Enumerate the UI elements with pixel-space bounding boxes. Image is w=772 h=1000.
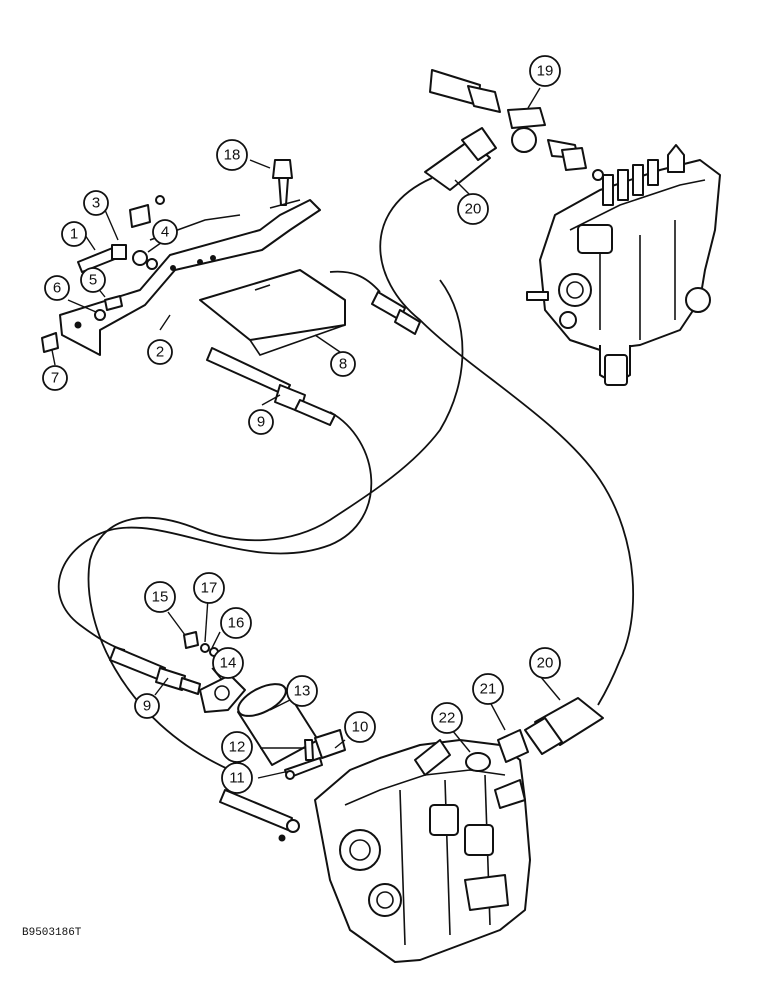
small-hardware bbox=[41, 195, 165, 353]
callout-6: 6 bbox=[44, 275, 70, 301]
cable-end-upper-right bbox=[371, 291, 421, 335]
cable-upper-right bbox=[329, 270, 381, 293]
svg-text:16: 16 bbox=[228, 615, 245, 632]
callout-21: 21 bbox=[472, 673, 504, 705]
svg-text:9: 9 bbox=[143, 698, 151, 715]
lower-shaft bbox=[219, 789, 300, 842]
svg-text:21: 21 bbox=[480, 681, 497, 698]
svg-text:13: 13 bbox=[294, 683, 311, 700]
callout-8: 8 bbox=[330, 351, 356, 377]
svg-text:7: 7 bbox=[51, 370, 59, 387]
svg-text:12: 12 bbox=[229, 739, 246, 756]
svg-text:18: 18 bbox=[224, 147, 241, 164]
callout-5: 5 bbox=[80, 267, 106, 293]
svg-text:14: 14 bbox=[220, 655, 237, 672]
svg-text:20: 20 bbox=[537, 655, 554, 672]
callout-10: 10 bbox=[344, 711, 376, 743]
callout-19: 19 bbox=[529, 55, 561, 87]
callout-2: 2 bbox=[147, 339, 173, 365]
adapter-21 bbox=[465, 729, 529, 772]
cable-end-9-lower bbox=[109, 646, 201, 695]
svg-text:20: 20 bbox=[465, 201, 482, 218]
lower-control-valve bbox=[314, 739, 531, 963]
hose-coupler-20-bottom bbox=[524, 697, 604, 755]
callout-22: 22 bbox=[431, 702, 463, 734]
callout-9-lower: 9 bbox=[134, 693, 160, 719]
svg-text:15: 15 bbox=[152, 589, 169, 606]
callouts: 1 3 4 5 6 7 2 8 9 18 19 20 10 11 12 13 1… bbox=[42, 55, 561, 794]
svg-text:22: 22 bbox=[439, 710, 456, 727]
control-cable-9-upper bbox=[57, 411, 373, 651]
callout-1: 1 bbox=[61, 221, 87, 247]
callout-17: 17 bbox=[193, 572, 225, 604]
callout-16: 16 bbox=[220, 607, 252, 639]
svg-text:5: 5 bbox=[89, 272, 97, 289]
pin-11 bbox=[284, 739, 323, 780]
cables bbox=[57, 177, 635, 771]
cable-end-9-upper bbox=[206, 347, 336, 426]
control-cable-9-lower bbox=[87, 279, 464, 771]
svg-text:10: 10 bbox=[352, 719, 369, 736]
callout-18: 18 bbox=[216, 139, 248, 171]
callout-14: 14 bbox=[212, 647, 244, 679]
hose-20 bbox=[379, 177, 635, 706]
upper-control-valve bbox=[526, 144, 721, 386]
callout-11: 11 bbox=[221, 762, 253, 794]
mounting-plate-8 bbox=[199, 269, 346, 356]
callout-4: 4 bbox=[152, 219, 178, 245]
hose-coupler-20-top bbox=[424, 127, 497, 191]
callout-20-top: 20 bbox=[457, 193, 489, 225]
svg-text:11: 11 bbox=[229, 770, 245, 787]
svg-text:2: 2 bbox=[156, 344, 164, 361]
svg-text:19: 19 bbox=[537, 63, 554, 80]
callout-20-bottom: 20 bbox=[529, 647, 561, 679]
svg-text:9: 9 bbox=[257, 414, 265, 431]
clip-10 bbox=[314, 729, 346, 759]
callout-7: 7 bbox=[42, 365, 68, 391]
svg-text:1: 1 bbox=[70, 226, 78, 243]
svg-text:3: 3 bbox=[92, 195, 100, 212]
svg-text:4: 4 bbox=[161, 224, 169, 241]
hardware-15-16-17 bbox=[183, 631, 219, 657]
figure-code: B9503186T bbox=[22, 927, 82, 939]
callout-12: 12 bbox=[221, 731, 253, 763]
bolt-18 bbox=[269, 159, 301, 209]
svg-text:8: 8 bbox=[339, 356, 347, 373]
tee-fitting-19 bbox=[429, 69, 604, 181]
callout-13: 13 bbox=[286, 675, 318, 707]
callout-3: 3 bbox=[83, 190, 109, 216]
svg-text:17: 17 bbox=[201, 580, 218, 597]
svg-text:6: 6 bbox=[53, 280, 61, 297]
callout-9-upper: 9 bbox=[248, 409, 274, 435]
callout-15: 15 bbox=[144, 581, 176, 613]
